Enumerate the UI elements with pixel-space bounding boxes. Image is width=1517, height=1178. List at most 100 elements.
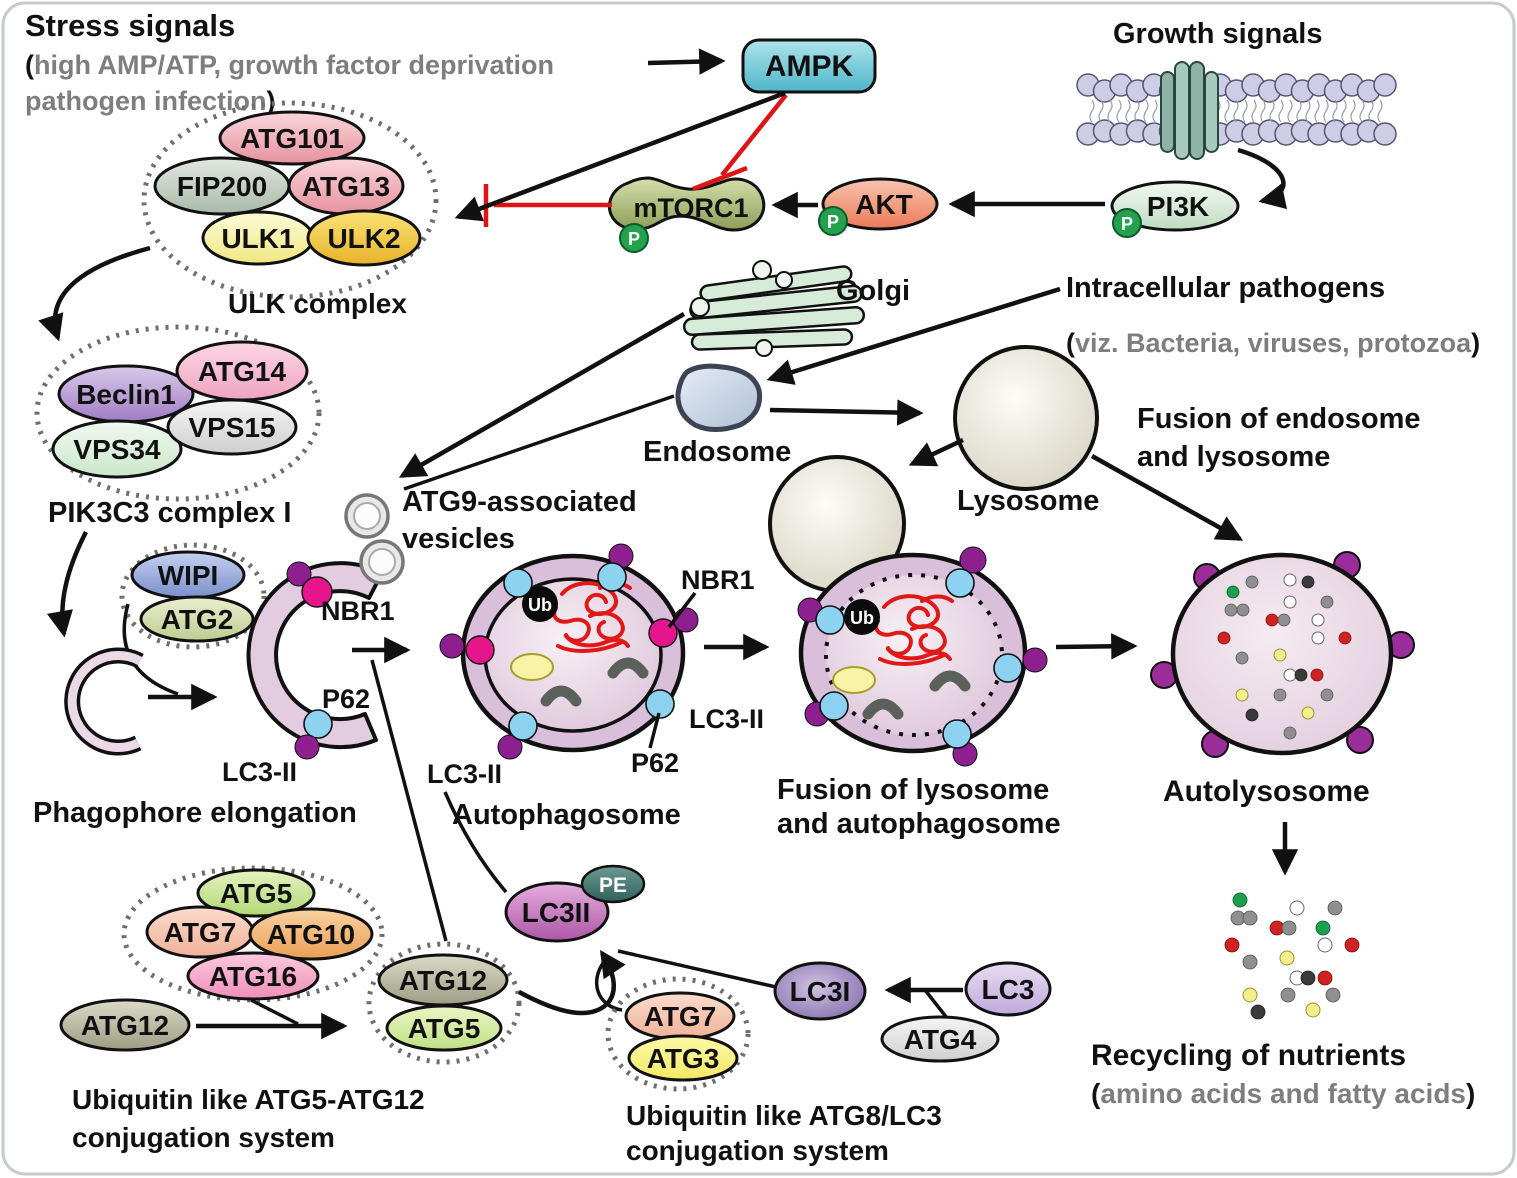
ubq1-caption-2: conjugation system	[72, 1122, 335, 1153]
pik3c3-boundary	[34, 324, 322, 502]
arrow-lysosome-to-autolysosome	[1090, 454, 1244, 541]
atg2-label: ATG2	[161, 604, 234, 635]
dot-d	[1294, 668, 1308, 682]
node-atg2	[139, 595, 255, 643]
dot-g	[1235, 651, 1249, 665]
lysosome-caption: Lysosome	[957, 485, 1099, 517]
svg-text:P: P	[1121, 214, 1133, 234]
phosphate-badge-pi3k: P	[1112, 208, 1142, 238]
dot-g	[1242, 910, 1258, 926]
pathogens-subtitle: (viz. Bacteria, viruses, protozoa)	[1066, 328, 1480, 358]
dot-blue	[645, 689, 675, 719]
phosphate-badge-mtorc1: P	[619, 223, 649, 253]
ubq1-caption-1: Ubiquitin like ATG5-ATG12	[72, 1084, 425, 1115]
dot-blue	[503, 568, 533, 598]
dot-w	[1311, 613, 1325, 627]
dot-blue	[942, 719, 972, 749]
dot-g	[1325, 987, 1341, 1003]
lc3ii-label-left: LC3-II	[222, 757, 297, 787]
svg-text:P: P	[827, 212, 839, 232]
fusion-endosome-caption-2: and lysosome	[1137, 441, 1330, 473]
autolysosome-fusing-inner-dotted	[824, 573, 1004, 737]
atg12-atg5-pair-boundary	[366, 941, 522, 1065]
lipid-tail	[1368, 99, 1374, 123]
callout-p62	[648, 712, 661, 749]
node-atg5	[196, 868, 316, 918]
beclin1-label: Beclin1	[76, 379, 176, 410]
p62-label-left: P62	[322, 684, 370, 714]
dot-n	[1226, 585, 1240, 599]
dot-g	[1277, 613, 1291, 627]
lipid-tail	[1242, 99, 1248, 123]
node-atg3	[627, 1034, 739, 1082]
autophagosome-caption: Autophagosome	[452, 799, 681, 831]
node-vps34	[51, 419, 183, 479]
dot-magenta	[301, 576, 333, 608]
fusion-lysosome-caption-1: Fusion of lysosome	[777, 774, 1049, 806]
akt-label: AKT	[855, 189, 913, 220]
pe-label: PE	[599, 874, 627, 897]
plasma-membrane	[1076, 73, 1397, 146]
dot-w	[1289, 900, 1305, 916]
arrow-atg12atg5-to-lc3ii	[517, 950, 626, 1016]
phagophore-elongating	[246, 561, 384, 750]
dot-blue	[508, 711, 538, 741]
arrow-endosome-to-lysosome	[769, 399, 924, 426]
dot-y	[1242, 987, 1258, 1003]
dot-r	[1344, 937, 1360, 953]
atg3-label: ATG3	[647, 1043, 720, 1074]
dot-g	[1245, 575, 1259, 589]
lc3ii-label-right: LC3-II	[689, 704, 764, 734]
node-atg10	[248, 907, 374, 961]
lipid-tail	[1278, 99, 1284, 123]
ubq2-caption-1: Ubiquitin like ATG8/LC3	[626, 1100, 942, 1131]
dot-y	[1305, 1002, 1321, 1018]
lipid-tail	[1287, 99, 1293, 123]
recycling-subtitle: (amino acids and fatty acids)	[1091, 1078, 1475, 1109]
lipid-tail	[1116, 99, 1122, 123]
lc3ii-node-label: LC3II	[522, 897, 590, 928]
dot-n	[1315, 920, 1331, 936]
lipid-tail	[1359, 99, 1365, 123]
ulk-complex-caption: ULK complex	[228, 288, 407, 319]
arrow-lysosome-to-endosome2	[908, 437, 964, 467]
recycling-title: Recycling of nutrients	[1091, 1039, 1406, 1072]
node-atg12	[59, 998, 191, 1052]
p62-label-right: P62	[631, 748, 679, 778]
ubq2-caption-2: conjugation system	[626, 1135, 889, 1166]
receptor-channel-icon	[1160, 61, 1219, 160]
atg5-pair-label: ATG5	[408, 1013, 481, 1044]
lipid-tail	[1305, 99, 1311, 123]
dot-g	[1320, 595, 1334, 609]
endosome-icon	[675, 363, 763, 432]
lipid-tail	[1296, 99, 1302, 123]
connector-lc3ii-label-to-node	[443, 791, 508, 894]
arrow-ampk-to-ulk	[454, 90, 786, 222]
dot-violet	[439, 633, 465, 659]
dot-r	[1224, 937, 1240, 953]
dot-r	[1338, 631, 1352, 645]
ulk1-label: ULK1	[221, 223, 294, 254]
dot-g	[1242, 954, 1258, 970]
autophagosome-inner-membrane	[483, 577, 663, 733]
atg12-pair-label: ATG12	[399, 965, 487, 996]
dot-d	[1250, 1004, 1266, 1020]
lipid-tail	[1323, 99, 1329, 123]
stress-signals-sub2: pathogen infection)	[25, 86, 275, 116]
dot-g	[1280, 987, 1296, 1003]
connector-endosome-to-atg9	[403, 394, 675, 491]
lipid-tail	[1152, 99, 1158, 123]
lc3i-label: LC3I	[790, 976, 851, 1007]
dot-r	[1217, 631, 1231, 645]
pik3c3-caption: PIK3C3 complex I	[48, 497, 291, 529]
lipid-tail	[1350, 99, 1356, 123]
dot-y	[1301, 706, 1315, 720]
lipid-tail	[1251, 99, 1257, 123]
svg-text:P: P	[628, 229, 640, 249]
lipid-head	[1373, 122, 1397, 146]
dot-blue	[815, 605, 845, 635]
phagophore-receptor-dots	[286, 561, 333, 760]
dot-violet	[497, 734, 523, 760]
arrow-ulk-to-pik3c3	[38, 245, 151, 342]
atg14-label: ATG14	[198, 356, 287, 387]
